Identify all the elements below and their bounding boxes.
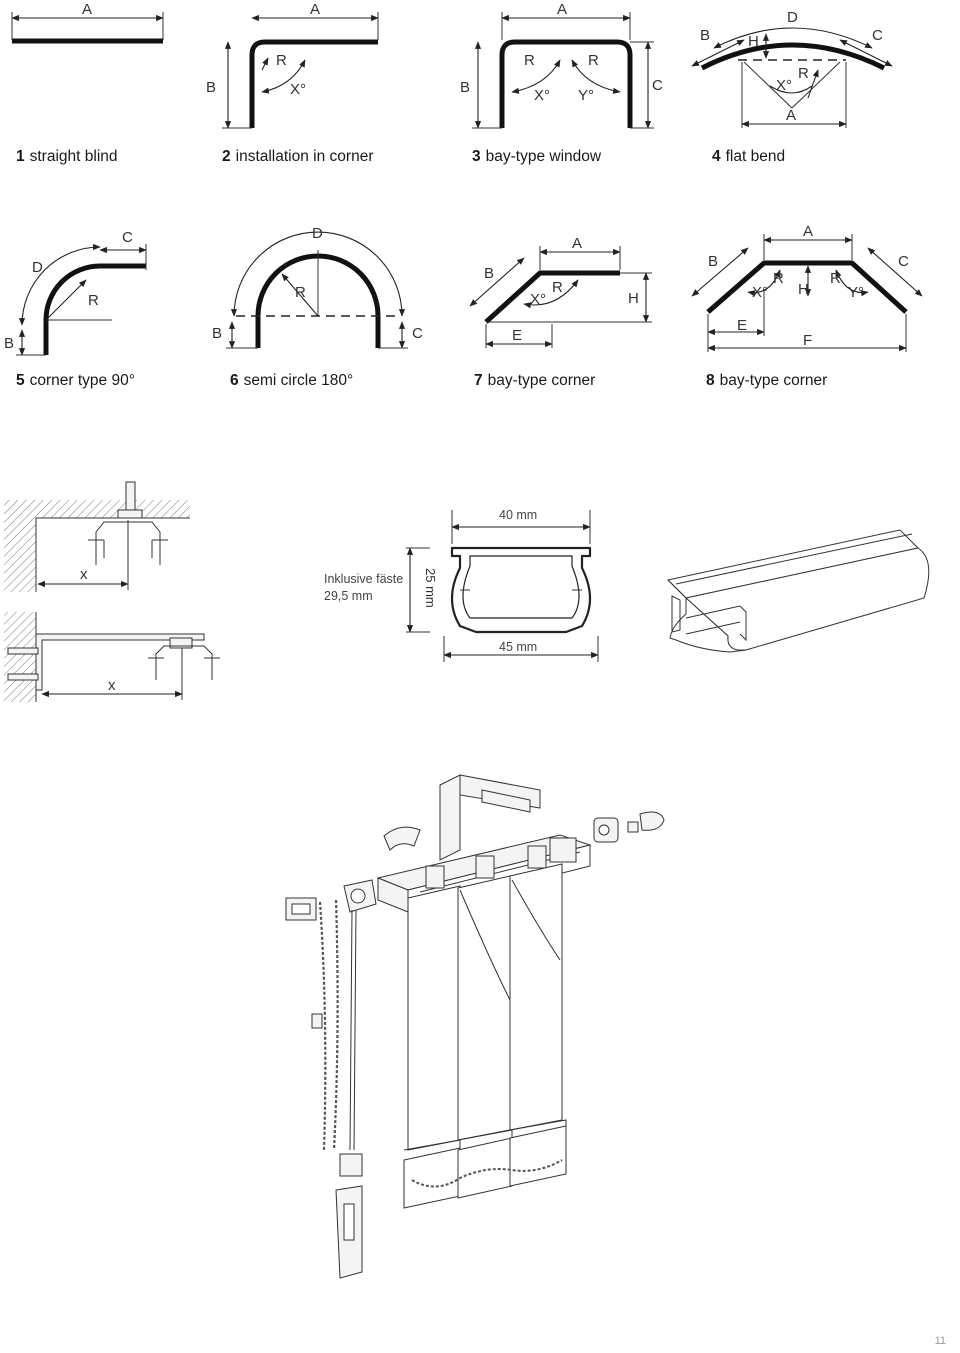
diagram-6-label-r: R xyxy=(295,284,306,301)
diagram-4-label-a: A xyxy=(786,107,796,124)
diagram-7-label-e: E xyxy=(512,327,522,344)
profile-width-bottom: 45 mm xyxy=(499,640,538,654)
diagram-7-label-x: X° xyxy=(530,291,546,308)
diagram-8-label-x: X° xyxy=(752,284,768,301)
diagram-4-label-b: B xyxy=(700,27,710,44)
profile-cross-section: 25 mm xyxy=(406,510,599,662)
diagram-8-label-f: F xyxy=(803,332,812,349)
wall-mount-drawing: x xyxy=(4,612,220,702)
diagram-1-straight: A xyxy=(11,1,164,44)
profile-width-top: 40 mm xyxy=(499,508,538,522)
diagram-8-bay-corner: A B C X° R H R Y° E F xyxy=(691,223,923,352)
diagram-8-label-e: E xyxy=(737,317,747,334)
exploded-assembly xyxy=(285,774,665,1279)
ceiling-mount-drawing: x xyxy=(4,481,190,592)
diagram-8-label-b: B xyxy=(708,253,718,270)
diagram-5-corner-90: C D R B xyxy=(4,229,147,356)
diagram-7-label-h: H xyxy=(628,290,639,307)
diagram-7-label-a: A xyxy=(572,235,582,252)
diagram-5-label-c: C xyxy=(122,229,133,246)
diagram-7-label-b: B xyxy=(484,265,494,282)
profile-note-line2: 29,5 mm xyxy=(324,589,373,603)
diagram-2-label-r: R xyxy=(276,52,287,69)
diagram-4-label-d: D xyxy=(787,9,798,26)
diagram-4-label-r: R xyxy=(798,65,809,82)
diagram-7-label-r: R xyxy=(552,279,563,296)
diagram-3-label-r1: R xyxy=(524,52,535,69)
diagram-4-label-x: X° xyxy=(776,77,792,94)
mount-top-label-x: x xyxy=(80,566,88,583)
diagram-4-label-c: C xyxy=(872,27,883,44)
diagram-2-label-a: A xyxy=(310,1,320,18)
mount-bottom-label-x: x xyxy=(108,677,116,694)
diagram-8-label-r2: R xyxy=(830,270,841,287)
diagram-6-label-b: B xyxy=(212,325,222,342)
diagram-3-label-r2: R xyxy=(588,52,599,69)
diagram-2-corner: A B R X° xyxy=(206,1,379,129)
diagram-1-label-a: A xyxy=(82,1,92,18)
diagram-5-label-b: B xyxy=(4,335,14,352)
diagram-8-label-c: C xyxy=(898,253,909,270)
diagram-3-bay: A B C R R X° Y° xyxy=(460,1,663,129)
diagram-3-label-c: C xyxy=(652,77,663,94)
diagram-6-label-d: D xyxy=(312,225,323,242)
diagram-5-label-d: D xyxy=(32,259,43,276)
diagram-3-label-x: X° xyxy=(534,87,550,104)
diagram-8-label-a: A xyxy=(803,223,813,240)
diagram-5-label-r: R xyxy=(88,292,99,309)
diagram-8-label-h: H xyxy=(798,281,809,298)
diagram-2-label-b: B xyxy=(206,79,216,96)
diagram-7-bay-corner: A B R X° H E xyxy=(469,235,652,348)
diagram-4-label-h: H xyxy=(748,33,759,50)
profile-note-line1: Inklusive fäste xyxy=(324,572,404,586)
page-number: 11 xyxy=(934,1335,946,1347)
diagram-8-label-r1: R xyxy=(773,270,784,287)
diagram-3-label-a: A xyxy=(557,1,567,18)
diagram-4-flat-bend: B H D C X° R A xyxy=(691,9,893,128)
diagram-6-label-c: C xyxy=(412,325,423,342)
diagram-8-label-y: Y° xyxy=(848,284,864,301)
rail-3d-view xyxy=(666,529,930,653)
diagram-3-label-b: B xyxy=(460,79,470,96)
diagram-6-semi-circle: D R B C xyxy=(212,225,423,349)
profile-height-label: 25 mm xyxy=(423,568,438,608)
diagram-3-label-y: Y° xyxy=(578,87,594,104)
diagram-2-label-x: X° xyxy=(290,81,306,98)
